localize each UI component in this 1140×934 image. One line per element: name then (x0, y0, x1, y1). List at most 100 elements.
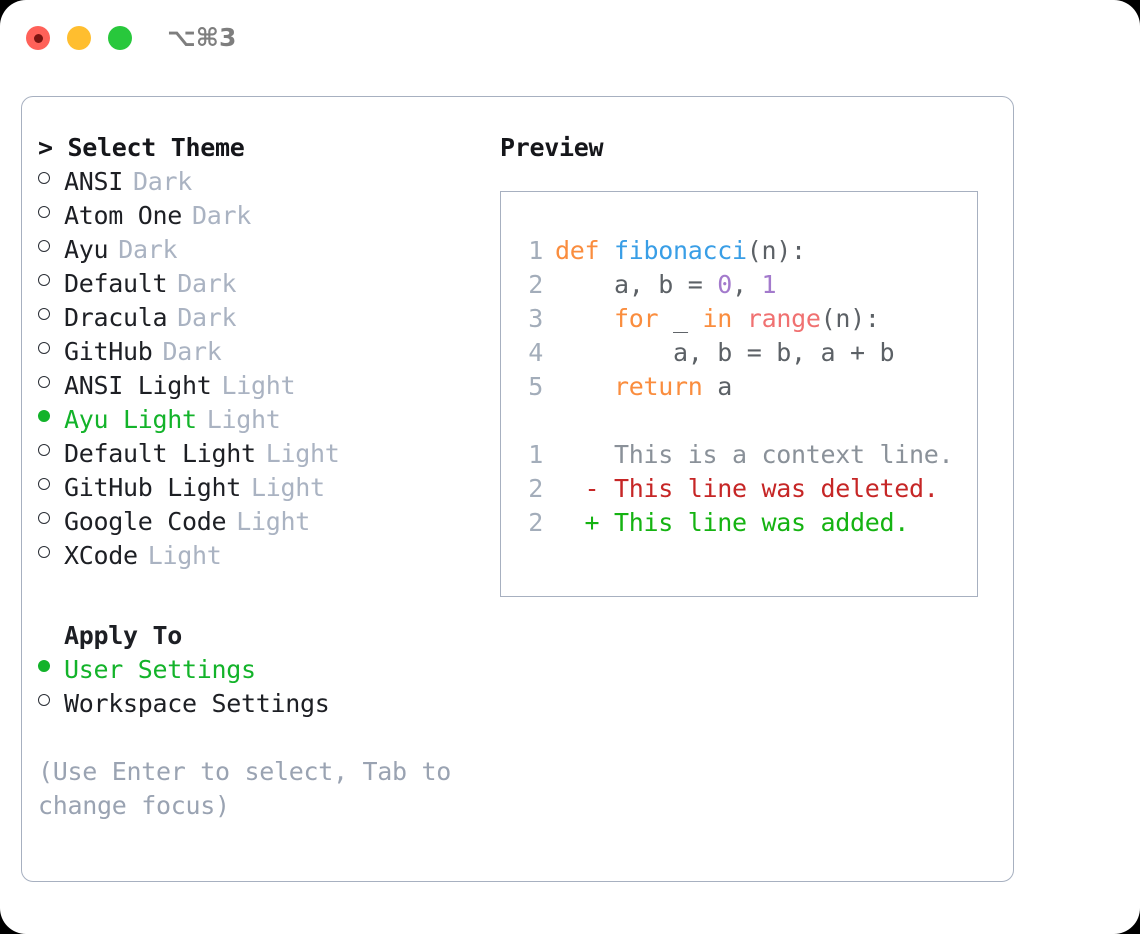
list-spacer (38, 573, 498, 619)
theme-option-label: ANSI Light (64, 371, 212, 400)
line-number: 1 (528, 440, 543, 469)
theme-option-label: Default (64, 269, 168, 298)
radio-circle (38, 410, 50, 422)
code-token-text (555, 372, 614, 401)
theme-option-label: Ayu (64, 235, 109, 264)
theme-variant-tag: Dark (162, 337, 222, 366)
theme-variant-tag: Light (265, 439, 340, 468)
theme-option-11[interactable]: XCode Light (38, 539, 498, 573)
line-number: 2 (528, 474, 543, 503)
theme-option-label: Atom One (64, 201, 183, 230)
theme-option-4[interactable]: Dracula Dark (38, 301, 498, 335)
diff-added-text: + This line was added. (555, 508, 910, 537)
theme-option-5[interactable]: GitHub Dark (38, 335, 498, 369)
theme-variant-tag: Dark (192, 201, 252, 230)
code-line-1: 2 a, b = 0, 1 (519, 268, 977, 302)
theme-option-label: GitHub (64, 337, 153, 366)
code-token-call: range (746, 304, 821, 333)
code-token-keyword: return (614, 372, 703, 401)
theme-variant-tag: Light (251, 473, 325, 502)
title-bar: ⌥⌘3 (0, 0, 1140, 78)
code-token-text (732, 304, 747, 333)
theme-variant-tag: Dark (177, 303, 237, 332)
diff-sample: 1 This is a context line. 2 - This line w… (519, 438, 977, 540)
theme-variant-tag: Dark (177, 269, 237, 298)
theme-option-3[interactable]: Default Dark (38, 267, 498, 301)
diff-context-text: This is a context line. (555, 440, 954, 469)
radio-circle (38, 444, 50, 456)
radio-circle (38, 546, 50, 558)
radio-circle (38, 274, 50, 286)
theme-variant-tag: Light (221, 371, 296, 400)
theme-option-label: ANSI (64, 167, 124, 196)
diff-deleted-text: - This line was deleted. (555, 474, 939, 503)
minimize-button[interactable] (67, 26, 91, 50)
line-number: 4 (528, 338, 543, 367)
code-token-number: 1 (761, 270, 777, 299)
theme-option-label: Default Light (64, 439, 256, 468)
theme-option-9[interactable]: GitHub Light Light (38, 471, 498, 505)
code-token-text: _ (658, 304, 703, 333)
theme-option-label: Ayu Light (64, 405, 197, 434)
radio-circle (38, 342, 50, 354)
keyboard-hint: (Use Enter to select, Tab to change focu… (38, 757, 452, 820)
radio-circle (38, 308, 50, 320)
code-token-text (555, 304, 614, 333)
theme-option-label: XCode (64, 541, 138, 570)
theme-option-1[interactable]: Atom One Dark (38, 199, 498, 233)
theme-option-8[interactable]: Default Light Light (38, 437, 498, 471)
apply-to-option-0[interactable]: User Settings (38, 653, 498, 687)
theme-variant-tag: Light (147, 541, 222, 570)
apply-to-option-1[interactable]: Workspace Settings (38, 687, 498, 721)
code-token-text: a, b = b, a + b (555, 338, 895, 367)
code-line-4: 5 return a (519, 370, 977, 404)
code-token-keyword: def (555, 236, 615, 265)
line-number: 2 (528, 508, 543, 537)
apply-to-option-label: User Settings (64, 655, 256, 684)
code-line-0: 1 def fibonacci(n): (519, 234, 977, 268)
theme-option-10[interactable]: Google Code Light (38, 505, 498, 539)
keyboard-shortcut-label: ⌥⌘3 (167, 23, 237, 52)
code-diff-spacer (519, 404, 977, 438)
maximize-button[interactable] (108, 26, 132, 50)
window-controls (26, 26, 132, 50)
close-button[interactable] (26, 26, 50, 50)
radio-circle (38, 206, 50, 218)
code-token-number: 0 (717, 270, 733, 299)
code-line-3: 4 a, b = b, a + b (519, 336, 977, 370)
preview-heading: Preview (500, 133, 604, 162)
radio-circle (38, 376, 50, 388)
radio-circle (38, 478, 50, 490)
code-token-keyword: for (614, 304, 659, 333)
code-token-text: , (732, 270, 762, 299)
theme-option-label: Dracula (64, 303, 168, 332)
theme-option-6[interactable]: ANSI Light Light (38, 369, 498, 403)
theme-option-label: GitHub Light (64, 473, 242, 502)
line-number: 1 (528, 236, 543, 265)
code-token-function: fibonacci (614, 236, 747, 265)
radio-circle (38, 694, 50, 706)
code-token-keyword: in (702, 304, 733, 333)
radio-circle (38, 660, 50, 672)
code-token-text: a, b = (555, 270, 718, 299)
radio-circle (38, 172, 50, 184)
theme-variant-tag: Light (236, 507, 311, 536)
code-token-text: (n): (820, 304, 880, 333)
theme-option-label: Google Code (64, 507, 227, 536)
apply-to-option-label: Workspace Settings (64, 689, 330, 718)
apply-to-heading: Apply To (64, 621, 183, 650)
select-theme-heading: > Select Theme (38, 133, 245, 162)
hint-spacer (38, 721, 498, 755)
radio-circle (38, 512, 50, 524)
code-token-text: (n): (746, 236, 806, 265)
